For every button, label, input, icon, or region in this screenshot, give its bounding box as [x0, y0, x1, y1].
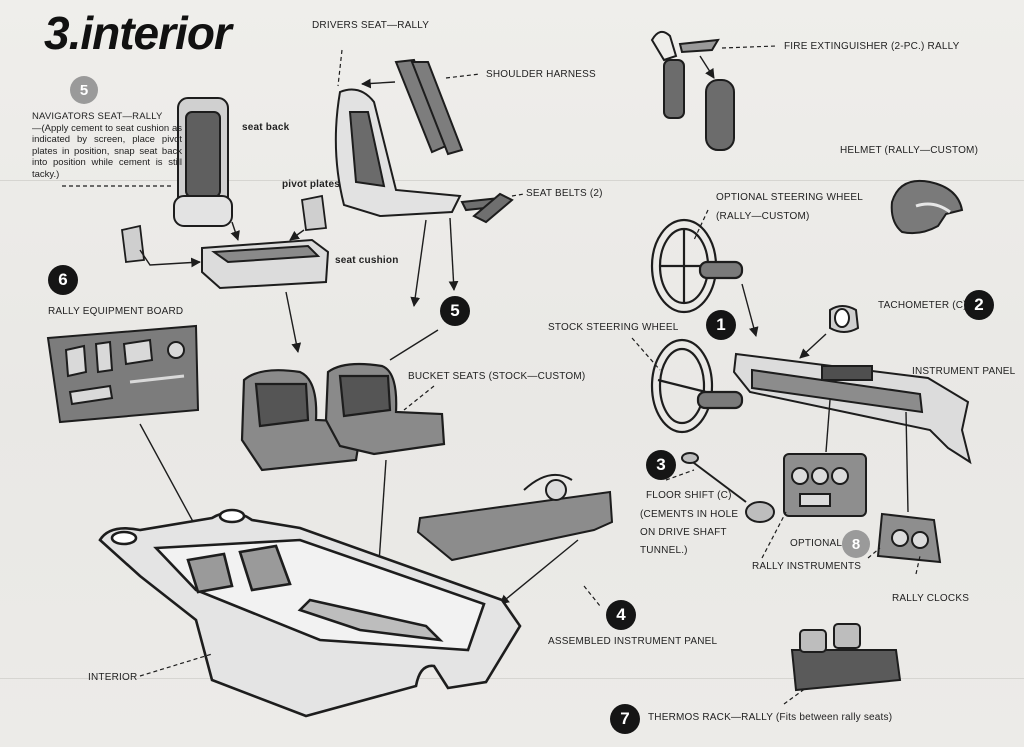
step-number-badge: 8 [842, 530, 870, 558]
step-number-badge: 5 [70, 76, 98, 104]
pivot-plate-left [121, 224, 145, 263]
helmet-label: HELMET (RALLY—CUSTOM) [840, 145, 979, 156]
stock-steering-wheel [650, 338, 744, 434]
step-number-badge: 3 [646, 450, 676, 480]
drivers-seat-rally [334, 88, 462, 218]
step-number-badge: 5 [440, 296, 470, 326]
page-title: 3.interior [44, 7, 232, 59]
stock-steering-wheel-label: STOCK STEERING WHEEL [548, 322, 679, 333]
navigators-seat-note: —(Apply cement to seat cushion as indica… [32, 123, 182, 180]
floor-shift-note: ON DRIVE SHAFT [640, 527, 727, 538]
seat-belts-label: SEAT BELTS (2) [526, 188, 603, 199]
seat-cushion-label: seat cushion [335, 255, 399, 266]
rally-equipment-board-label: RALLY EQUIPMENT BOARD [48, 306, 184, 317]
rally-equipment-board [46, 324, 200, 424]
shoulder-harness [394, 58, 464, 156]
paper-fold-line [0, 180, 1024, 181]
floor-shift-note: (CEMENTS IN HOLE [640, 509, 739, 520]
rally-custom-label: (RALLY—CUSTOM) [716, 211, 810, 222]
instrument-panel-label: INSTRUMENT PANEL [912, 366, 1016, 377]
interior-label: INTERIOR [88, 672, 138, 683]
navigator-seat-back [173, 97, 233, 227]
instrument-panel [732, 352, 972, 465]
seat-belts [460, 192, 514, 224]
step-number-badge: 7 [610, 704, 640, 734]
floor-shift-note: TUNNEL.) [640, 545, 688, 556]
leader-lines [62, 45, 921, 705]
step-number-badge: 6 [48, 265, 78, 295]
rally-instruments [783, 453, 867, 517]
navigator-seat-cushion [201, 238, 330, 290]
assembled-instrument-panel-label: ASSEMBLED INSTRUMENT PANEL [548, 636, 718, 647]
bucket-seats [240, 362, 446, 472]
thermos-rack-label: THERMOS RACK—RALLY (Fits between rally s… [648, 712, 893, 723]
seat-back-label: seat back [242, 122, 290, 133]
tachometer [829, 305, 860, 333]
floor-shift [681, 452, 775, 523]
paper-fold-line [0, 678, 1024, 679]
rally-clocks-label: RALLY CLOCKS [892, 593, 970, 604]
thermos-rack [790, 623, 902, 692]
floor-shift-label: FLOOR SHIFT (C) [646, 490, 732, 501]
interior-tub [98, 508, 522, 718]
helmet [890, 180, 964, 235]
fire-extinguisher-label: FIRE EXTINGUISHER (2-PC.) RALLY [784, 41, 960, 52]
navigators-seat-label: NAVIGATORS SEAT—RALLY [32, 111, 163, 122]
rally-instruments-label: RALLY INSTRUMENTS [752, 561, 862, 572]
tachometer-label: TACHOMETER (C) [878, 300, 967, 311]
pivot-plates-label: pivot plates [282, 179, 340, 190]
optional-steering-wheel [650, 218, 744, 314]
assembled-instrument-panel [416, 473, 614, 562]
shoulder-harness-label: SHOULDER HARNESS [486, 69, 596, 80]
optional-steering-wheel-label: OPTIONAL STEERING WHEEL [716, 192, 864, 203]
drivers-seat-label: DRIVERS SEAT—RALLY [312, 20, 430, 31]
fire-extinguisher [650, 30, 735, 151]
pivot-plate-right [300, 194, 328, 231]
rally-clocks [876, 512, 942, 564]
optional-label: OPTIONAL [790, 538, 843, 549]
step-number-badge: 4 [606, 600, 636, 630]
step-number-badge: 1 [706, 310, 736, 340]
step-number-badge: 2 [964, 290, 994, 320]
bucket-seats-label: BUCKET SEATS (STOCK—CUSTOM) [408, 371, 586, 382]
